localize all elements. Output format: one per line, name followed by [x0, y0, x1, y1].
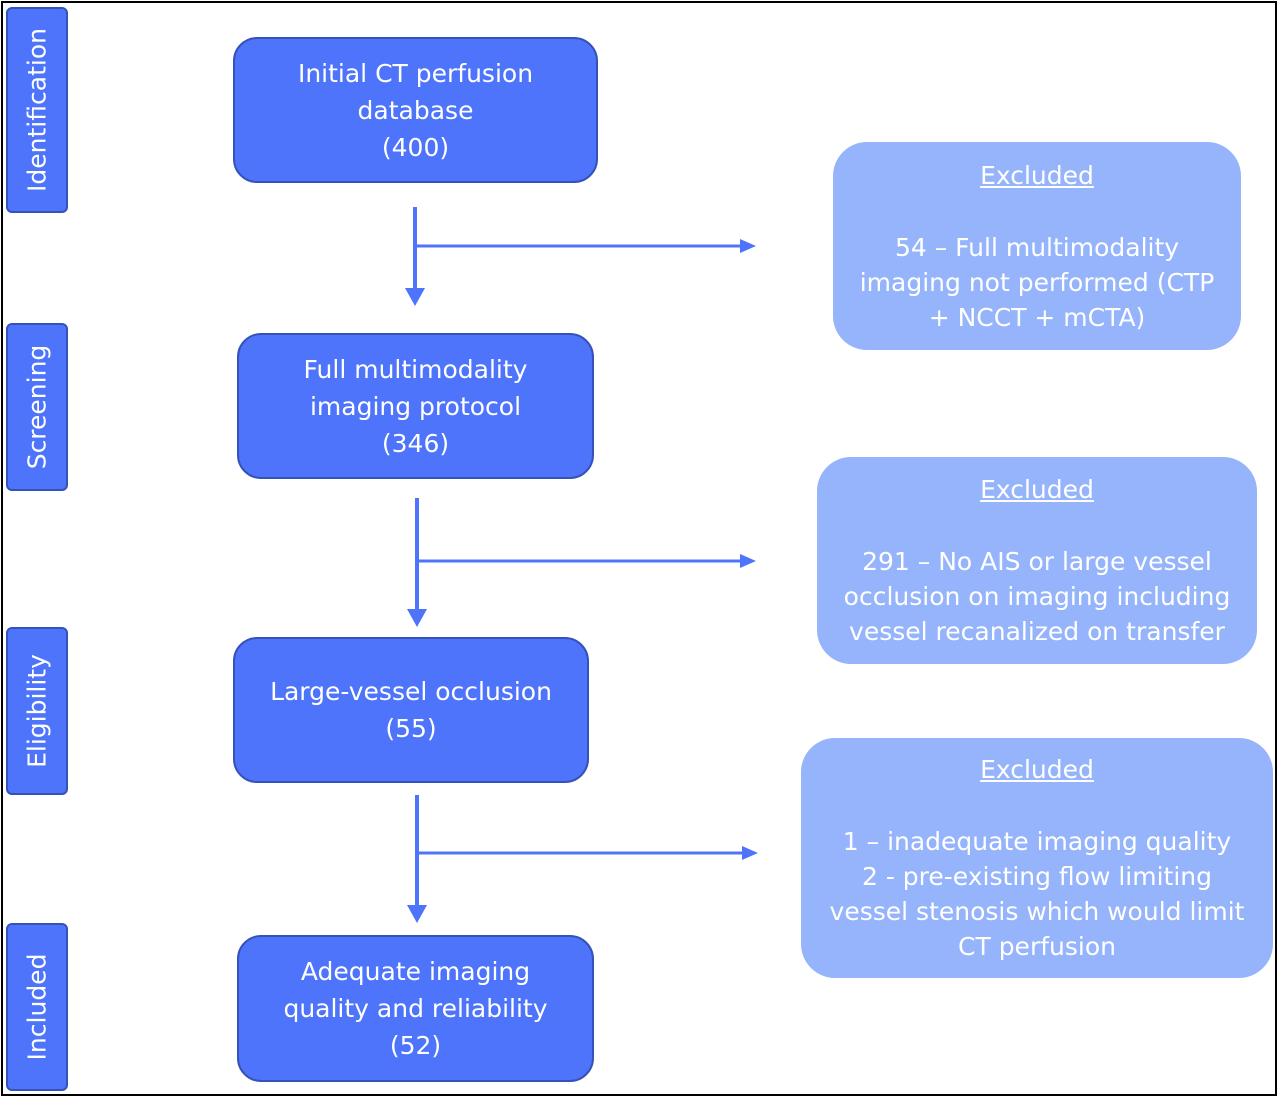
stage-screening: Screening: [6, 323, 68, 491]
excluded-3-title: Excluded: [980, 755, 1094, 784]
box-adequate-quality-count: (52): [389, 1031, 442, 1060]
box-excluded-2: Excluded 291 – No AIS or large vessel oc…: [817, 457, 1257, 664]
box-large-vessel-line1: Large-vessel occlusion: [270, 677, 552, 706]
box-full-protocol-count: (346): [381, 428, 450, 458]
box-large-vessel-count: (55): [385, 714, 437, 743]
stage-included: Included: [6, 923, 68, 1091]
excluded-3-body: 1 – inadequate imaging quality 2 - pre-e…: [829, 827, 1245, 961]
box-full-protocol-line2: imaging protocol: [309, 391, 522, 421]
stage-eligibility: Eligibility: [6, 627, 68, 795]
arrowhead-down-3: [407, 905, 427, 923]
box-large-vessel: Large-vessel occlusion (55): [233, 637, 589, 783]
excluded-2-body: 291 – No AIS or large vessel occlusion o…: [843, 547, 1231, 646]
arrowhead-right-2: [740, 554, 756, 568]
box-initial-database-count: (400): [381, 132, 450, 162]
stage-identification: Identification: [6, 7, 68, 213]
arrowhead-right-3: [742, 846, 758, 860]
excluded-1-body: 54 – Full multimodality imaging not perf…: [859, 232, 1215, 332]
box-adequate-quality-line1: Adequate imaging: [300, 957, 531, 986]
box-initial-database-line1: Initial CT perfusion: [297, 58, 534, 88]
excluded-1-title: Excluded: [980, 160, 1094, 190]
box-full-protocol-line1: Full multimodality: [303, 354, 528, 384]
arrowhead-down-2: [407, 609, 427, 627]
box-full-protocol: Full multimodality imaging protocol (346…: [237, 333, 594, 479]
arrowhead-down-1: [405, 288, 425, 306]
box-excluded-1: Excluded 54 – Full multimodality imaging…: [833, 142, 1241, 350]
box-initial-database-line2: database: [357, 95, 474, 125]
box-adequate-quality: Adequate imaging quality and reliability…: [237, 935, 594, 1082]
box-initial-database: Initial CT perfusion database (400): [233, 37, 598, 183]
box-adequate-quality-line2: quality and reliability: [283, 994, 548, 1023]
excluded-2-title: Excluded: [980, 475, 1094, 504]
arrowhead-right-1: [740, 239, 756, 253]
box-excluded-3: Excluded 1 – inadequate imaging quality …: [801, 738, 1273, 978]
